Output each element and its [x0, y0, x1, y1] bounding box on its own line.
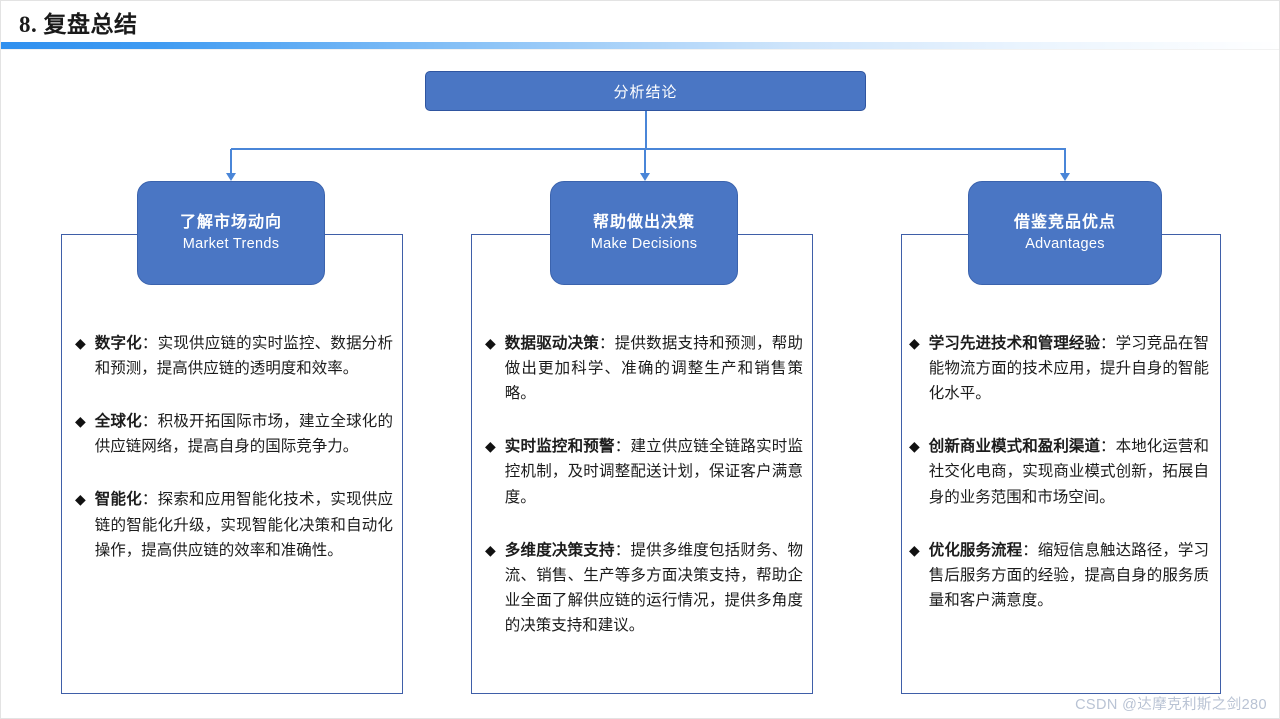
connector-bus	[231, 148, 1066, 150]
bullet-diamond-icon: ◆	[75, 491, 86, 508]
root-node-label: 分析结论	[613, 83, 678, 101]
bullet-item: ◆ 全球化：积极开拓国际市场，建立全球化的供应链网络，提高自身的国际竞争力。	[75, 409, 393, 459]
bullet-separator: ：	[599, 335, 615, 352]
category-title-en-1: Market Trends	[182, 236, 280, 253]
bullet-text: 数据驱动决策：提供数据支持和预测，帮助做出更加科学、准确的调整生产和销售策略。	[505, 331, 803, 406]
bullet-text: 实时监控和预警：建立供应链全链路实时监控机制，及时调整配送计划，保证客户满意度。	[505, 434, 803, 509]
header-hairline	[1, 49, 1279, 50]
bullet-body: 提供数据支持和预测，帮助做出更加科学、准确的调整生产和销售策略。	[504, 335, 803, 403]
bullet-separator: ：	[141, 491, 158, 509]
bullet-text: 创新商业模式和盈利渠道：本地化运营和社交化电商，实现商业模式创新，拓展自身的业务…	[929, 434, 1209, 509]
connector-drop-3	[1064, 149, 1066, 175]
bullet-item: ◆ 创新商业模式和盈利渠道：本地化运营和社交化电商，实现商业模式创新，拓展自身的业…	[909, 434, 1209, 509]
bullet-body: 建立供应链全链路实时监控机制，及时调整配送计划，保证客户满意度。	[504, 438, 803, 506]
bullet-body: 积极开拓国际市场，建立全球化的供应链网络，提高自身的国际竞争力。	[94, 413, 393, 456]
bullet-separator: ：	[1022, 541, 1038, 559]
bullet-body: 实现供应链的实时监控、数据分析和预测，提高供应链的透明度和效率。	[94, 335, 393, 378]
category-node-advantages[interactable]: 借鉴竞品优点 Advantages	[968, 181, 1162, 285]
bullet-body: 本地化运营和社交化电商，实现商业模式创新，拓展自身的业务范围和市场空间。	[928, 438, 1209, 506]
bullet-text: 数字化：实现供应链的实时监控、数据分析和预测，提高供应链的透明度和效率。	[95, 331, 393, 381]
bullet-body: 提供多维度包括财务、物流、销售、生产等多方面决策支持，帮助企业全面了解供应链的运…	[504, 541, 803, 634]
connector-stem	[645, 111, 647, 149]
bullet-body: 探索和应用智能化技术，实现供应链的智能化升级，实现智能化决策和自动化操作，提高供…	[94, 491, 393, 559]
category-title-en-2: Make Decisions	[590, 236, 698, 253]
bullet-body: 缩短信息触达路径，学习售后服务方面的经验，提高自身的服务质量和客户满意度。	[928, 541, 1209, 609]
bullet-term: 实时监控和预警	[504, 438, 615, 456]
bullet-term: 全球化	[94, 413, 142, 431]
bullet-item: ◆ 优化服务流程：缩短信息触达路径，学习售后服务方面的经验，提高自身的服务质量和客…	[909, 538, 1209, 613]
bullet-diamond-icon: ◆	[909, 541, 920, 558]
arrow-head-icon-1	[226, 173, 236, 181]
bullet-list-market-trends: ◆数字化：实现供应链的实时监控、数据分析和预测，提高供应链的透明度和效率。◆全球…	[75, 331, 393, 591]
watermark: CSDN @达摩克利斯之剑280	[1075, 697, 1267, 713]
bullet-text: 多维度决策支持：提供多维度包括财务、物流、销售、生产等多方面决策支持，帮助企业全…	[505, 538, 803, 638]
bullet-list-make-decisions: ◆数据驱动决策：提供数据支持和预测，帮助做出更加科学、准确的调整生产和销售策略。…	[485, 331, 803, 666]
bullet-item: ◆ 学习先进技术和管理经验：学习竞品在智能物流方面的技术应用，提升自身的智能化水平…	[909, 331, 1209, 406]
bullet-item: ◆ 数据驱动决策：提供数据支持和预测，帮助做出更加科学、准确的调整生产和销售策略。	[485, 331, 803, 406]
bullet-term: 智能化	[94, 491, 142, 509]
bullet-separator: ：	[1100, 438, 1116, 456]
bullet-diamond-icon: ◆	[909, 335, 920, 351]
bullet-diamond-icon: ◆	[75, 413, 86, 430]
bullet-item: ◆ 智能化：探索和应用智能化技术，实现供应链的智能化升级，实现智能化决策和自动化操…	[75, 487, 393, 562]
bullet-text: 智能化：探索和应用智能化技术，实现供应链的智能化升级，实现智能化决策和自动化操作…	[95, 487, 393, 562]
bullet-separator: ：	[141, 335, 158, 352]
bullet-diamond-icon: ◆	[485, 541, 496, 558]
bullet-diamond-icon: ◆	[485, 335, 496, 351]
bullet-text: 全球化：积极开拓国际市场，建立全球化的供应链网络，提高自身的国际竞争力。	[95, 409, 393, 459]
bullet-separator: ：	[614, 541, 631, 559]
bullet-diamond-icon: ◆	[75, 335, 86, 351]
arrow-head-icon-2	[640, 173, 650, 181]
category-title-cn-3: 借鉴竞品优点	[1013, 213, 1116, 231]
category-node-make-decisions[interactable]: 帮助做出决策 Make Decisions	[550, 181, 738, 285]
bullet-separator: ：	[614, 438, 631, 456]
bullet-item: ◆ 实时监控和预警：建立供应链全链路实时监控机制，及时调整配送计划，保证客户满意度…	[485, 434, 803, 509]
arrow-head-icon-3	[1060, 173, 1070, 181]
bullet-body: 学习竞品在智能物流方面的技术应用，提升自身的智能化水平。	[928, 335, 1209, 403]
category-title-cn-2: 帮助做出决策	[592, 213, 695, 231]
bullet-text: 优化服务流程：缩短信息触达路径，学习售后服务方面的经验，提高自身的服务质量和客户…	[929, 538, 1209, 613]
header-accent-rule	[1, 42, 1279, 49]
category-node-market-trends[interactable]: 了解市场动向 Market Trends	[137, 181, 325, 285]
root-node-analysis-conclusion[interactable]: 分析结论	[425, 71, 866, 111]
connector-drop-1	[230, 149, 232, 175]
category-title-en-3: Advantages	[1025, 236, 1105, 253]
bullet-separator: ：	[1100, 335, 1116, 352]
bullet-separator: ：	[141, 413, 158, 431]
connector-drop-2	[644, 149, 646, 175]
bullet-term: 学习先进技术和管理经验	[928, 335, 1101, 352]
bullet-term: 多维度决策支持	[504, 541, 615, 559]
bullet-item: ◆ 数字化：实现供应链的实时监控、数据分析和预测，提高供应链的透明度和效率。	[75, 331, 393, 381]
bullet-term: 数字化	[94, 335, 142, 352]
bullet-term: 数据驱动决策	[504, 335, 600, 352]
bullet-diamond-icon: ◆	[485, 438, 496, 455]
bullet-text: 学习先进技术和管理经验：学习竞品在智能物流方面的技术应用，提升自身的智能化水平。	[929, 331, 1209, 406]
bullet-term: 创新商业模式和盈利渠道	[928, 438, 1101, 456]
page-title: 8. 复盘总结	[19, 12, 138, 37]
bullet-item: ◆ 多维度决策支持：提供多维度包括财务、物流、销售、生产等多方面决策支持，帮助企业…	[485, 538, 803, 638]
category-title-cn-1: 了解市场动向	[179, 213, 282, 231]
slide-header: 8. 复盘总结	[1, 1, 1279, 50]
bullet-term: 优化服务流程	[928, 541, 1023, 559]
bullet-diamond-icon: ◆	[909, 438, 920, 455]
bullet-list-advantages: ◆学习先进技术和管理经验：学习竞品在智能物流方面的技术应用，提升自身的智能化水平…	[909, 331, 1209, 641]
